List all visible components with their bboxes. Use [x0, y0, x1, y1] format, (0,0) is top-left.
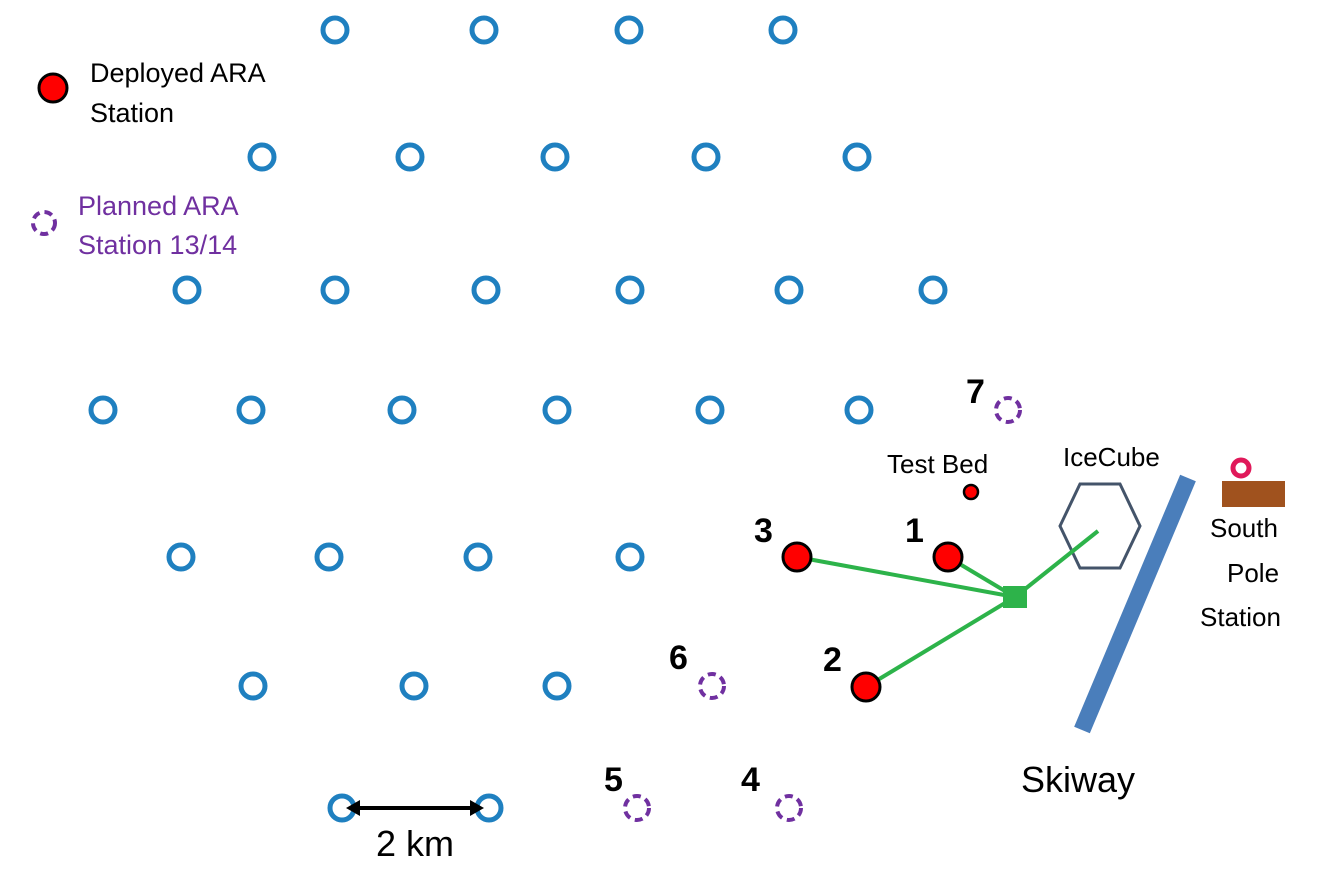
legend: Deployed ARA Station Planned ARA Station… [31, 58, 266, 260]
future-station-ring-icon [469, 15, 499, 45]
future-station-ring-icon [471, 275, 501, 305]
deployed-station-2 [850, 671, 882, 703]
legend-deployed-icon [37, 72, 69, 104]
south-pole-label-line1: South [1210, 513, 1278, 543]
future-station-ring-icon [314, 542, 344, 572]
planned-station-7-number: 7 [966, 373, 985, 411]
future-station-ring-icon [615, 275, 645, 305]
scale-arrow-left-icon [346, 800, 360, 816]
future-station-ring-icon [387, 395, 417, 425]
future-station-ring-icon [540, 142, 570, 172]
future-station-ring-icon [172, 275, 202, 305]
skiway-runway [1074, 474, 1196, 734]
deployed-station-3 [781, 541, 813, 573]
legend-deployed-label-line2: Station [90, 98, 174, 128]
future-station-ring-icon [615, 542, 645, 572]
deployed-station-2-number: 2 [823, 641, 842, 679]
deployed-stations [781, 483, 980, 703]
planned-station-4 [775, 794, 803, 822]
future-station-ring-icon [395, 142, 425, 172]
legend-planned-label-line1: Planned ARA [78, 191, 239, 221]
planned-stations [623, 396, 1022, 822]
deployed-station-1 [932, 541, 964, 573]
future-station-ring-icon [768, 15, 798, 45]
planned-station-6 [698, 672, 726, 700]
cable-station-2 [864, 595, 1017, 689]
future-station-ring-icon [695, 395, 725, 425]
planned-station-4-number: 4 [741, 761, 760, 799]
icecube-hexagon-icon [1058, 482, 1142, 570]
future-station-ring-icon [236, 395, 266, 425]
scale-bar: 2 km [346, 800, 484, 864]
south-pole-building [1222, 481, 1285, 507]
scale-label: 2 km [376, 823, 454, 864]
icecube-label: IceCube [1063, 442, 1160, 472]
future-station-ring-icon [918, 275, 948, 305]
south-pole-label-line2: Pole [1227, 558, 1279, 588]
scale-arrow-right-icon [470, 800, 484, 816]
future-station-ring-icon [166, 542, 196, 572]
future-station-ring-icon [247, 142, 277, 172]
future-station-ring-icon [842, 142, 872, 172]
future-station-ring-icon [463, 542, 493, 572]
south-pole-marker-icon [1230, 457, 1252, 479]
future-station-ring-icon [320, 275, 350, 305]
future-station-ring-icon [88, 395, 118, 425]
legend-deployed-label-line1: Deployed ARA [90, 58, 266, 88]
future-station-ring-icon [614, 15, 644, 45]
future-station-ring-icon [542, 671, 572, 701]
test-bed-station [962, 483, 980, 501]
legend-planned-icon [31, 210, 57, 236]
legend-planned-label-line2: Station 13/14 [78, 230, 237, 260]
future-station-ring-icon [691, 142, 721, 172]
planned-station-7 [994, 396, 1022, 424]
cable-station-3 [796, 555, 1016, 599]
deployed-station-1-number: 1 [905, 512, 924, 550]
planned-station-6-number: 6 [669, 639, 688, 677]
cable-icecube [1013, 529, 1100, 599]
planned-station-5-number: 5 [604, 761, 623, 799]
skiway-label: Skiway [1021, 759, 1135, 800]
future-station-ring-icon [320, 15, 350, 45]
test-bed-label: Test Bed [887, 449, 988, 479]
south-pole-label-line3: Station [1200, 602, 1281, 632]
junction-square-icon [1003, 586, 1027, 608]
deployed-station-3-number: 3 [754, 512, 773, 550]
future-station-ring-icon [399, 671, 429, 701]
planned-station-5 [623, 794, 651, 822]
future-station-grid [88, 15, 948, 823]
future-station-ring-icon [844, 395, 874, 425]
future-station-ring-icon [774, 275, 804, 305]
future-station-ring-icon [238, 671, 268, 701]
future-station-ring-icon [542, 395, 572, 425]
